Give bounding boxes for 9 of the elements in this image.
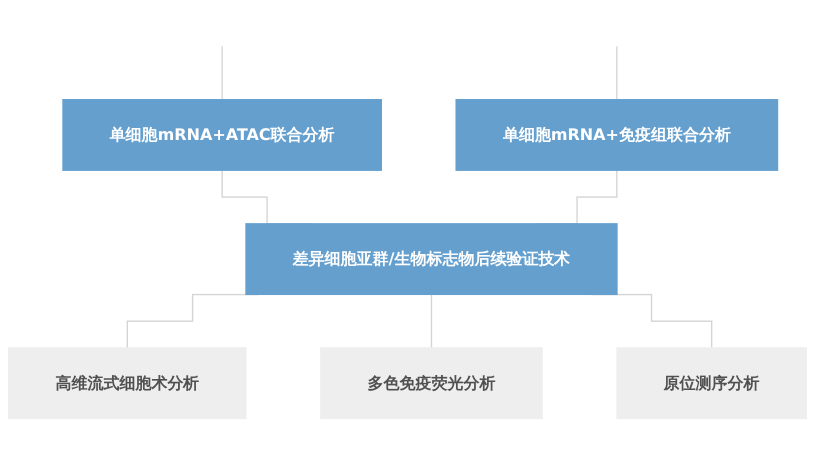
connector	[221, 46, 223, 100]
node-box: 高维流式细胞术分析	[8, 347, 247, 420]
node-box: 单细胞mRNA+免疫组联合分析	[455, 99, 778, 171]
node-box: 单细胞mRNA+ATAC联合分析	[62, 99, 382, 171]
node-box: 多色免疫荧光分析	[320, 347, 543, 420]
node-box: 差异细胞亚群/生物标志物后续验证技术	[245, 223, 618, 296]
node-box: 原位测序分析	[616, 347, 807, 420]
connector	[430, 294, 432, 348]
connector	[616, 46, 618, 100]
